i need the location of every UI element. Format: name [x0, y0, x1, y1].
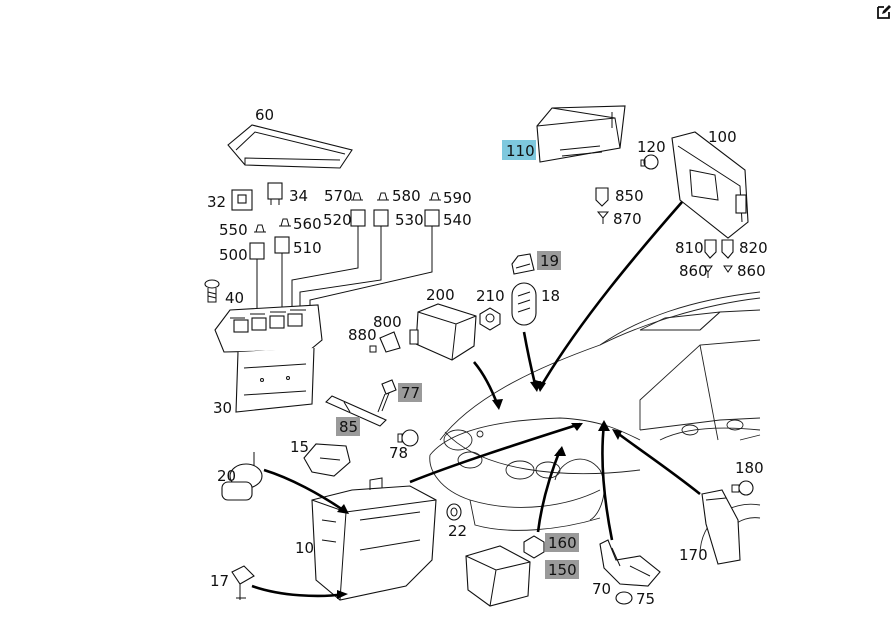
part-19-clip[interactable] — [511, 253, 535, 275]
part-100-control-module[interactable] — [671, 131, 749, 239]
label-17: 17 — [210, 572, 229, 590]
part-77-bolt[interactable] — [377, 379, 397, 413]
label-110: 110 — [506, 142, 535, 160]
label-22: 22 — [448, 522, 467, 540]
label-20: 20 — [217, 467, 236, 485]
label-30: 30 — [213, 399, 232, 417]
highlight-boxes — [336, 140, 579, 579]
label-850: 850 — [615, 187, 644, 205]
part-810-820-connectors[interactable] — [703, 239, 734, 278]
part-200-relay[interactable] — [409, 303, 477, 361]
label-78: 78 — [389, 444, 408, 462]
label-70: 70 — [592, 580, 611, 598]
part-800-880-connector[interactable] — [369, 331, 401, 353]
car-outline — [429, 291, 761, 561]
part-60-fuse-box-cover[interactable] — [227, 124, 353, 169]
label-530: 530 — [395, 211, 424, 229]
label-860-left: 860 — [679, 262, 708, 280]
label-32: 32 — [207, 193, 226, 211]
part-120-screw[interactable] — [640, 154, 659, 170]
label-150: 150 — [548, 561, 577, 579]
part-32-relay[interactable] — [231, 189, 253, 211]
label-15: 15 — [290, 438, 309, 456]
part-180-screw[interactable] — [731, 480, 754, 496]
part-70-bracket[interactable] — [599, 539, 661, 587]
part-210-nut[interactable] — [479, 307, 501, 331]
label-34: 34 — [289, 187, 308, 205]
edit-icon[interactable] — [875, 3, 893, 21]
label-75: 75 — [636, 590, 655, 608]
label-550: 550 — [219, 221, 248, 239]
part-160-nut[interactable] — [523, 535, 545, 559]
part-17-sensor[interactable] — [231, 565, 255, 600]
part-78-screw[interactable] — [397, 429, 419, 447]
part-170-bracket[interactable] — [701, 489, 741, 565]
label-500: 500 — [219, 246, 248, 264]
part-150-cover[interactable] — [465, 545, 531, 607]
part-30-fuse-relay-box[interactable] — [214, 304, 323, 413]
label-100: 100 — [708, 128, 737, 146]
label-160: 160 — [548, 534, 577, 552]
label-40: 40 — [225, 289, 244, 307]
label-580: 580 — [392, 187, 421, 205]
label-810: 810 — [675, 239, 704, 257]
part-870-terminal[interactable] — [596, 211, 610, 224]
label-18: 18 — [541, 287, 560, 305]
location-arrows — [251, 201, 701, 598]
label-540: 540 — [443, 211, 472, 229]
label-77: 77 — [401, 384, 420, 402]
label-870: 870 — [613, 210, 642, 228]
label-210: 210 — [476, 287, 505, 305]
arrow-heads — [337, 380, 622, 599]
label-590: 590 — [443, 189, 472, 207]
label-120: 120 — [637, 138, 666, 156]
label-860-right: 860 — [737, 262, 766, 280]
label-200: 200 — [426, 286, 455, 304]
fuse-symbols — [249, 192, 441, 260]
part-18-grommet[interactable] — [511, 282, 537, 326]
edit-icon-glyph — [877, 5, 891, 19]
label-800: 800 — [373, 313, 402, 331]
part-10-reservoir[interactable] — [311, 477, 437, 601]
label-19: 19 — [540, 252, 559, 270]
label-85: 85 — [339, 418, 358, 436]
label-820: 820 — [739, 239, 768, 257]
part-34-relay[interactable] — [267, 182, 283, 205]
label-520: 520 — [323, 211, 352, 229]
label-180: 180 — [735, 459, 764, 477]
label-560: 560 — [293, 215, 322, 233]
part-40-screw[interactable] — [204, 279, 220, 303]
callout-labels[interactable]: 60 32 34 570 580 590 550 560 520 530 540… — [207, 106, 768, 608]
label-10: 10 — [295, 539, 314, 557]
part-850-connector[interactable] — [595, 187, 609, 207]
part-75-nut[interactable] — [615, 591, 633, 605]
part-85-bracket[interactable] — [325, 395, 387, 427]
label-880: 880 — [348, 326, 377, 344]
label-60: 60 — [255, 106, 274, 124]
part-110-control-unit[interactable] — [536, 105, 626, 163]
part-15-pump-bracket[interactable] — [303, 443, 351, 477]
label-570: 570 — [324, 187, 353, 205]
part-22-plug[interactable] — [446, 503, 462, 521]
label-510: 510 — [293, 239, 322, 257]
label-170: 170 — [679, 546, 708, 564]
part-20-pump[interactable] — [221, 452, 263, 501]
